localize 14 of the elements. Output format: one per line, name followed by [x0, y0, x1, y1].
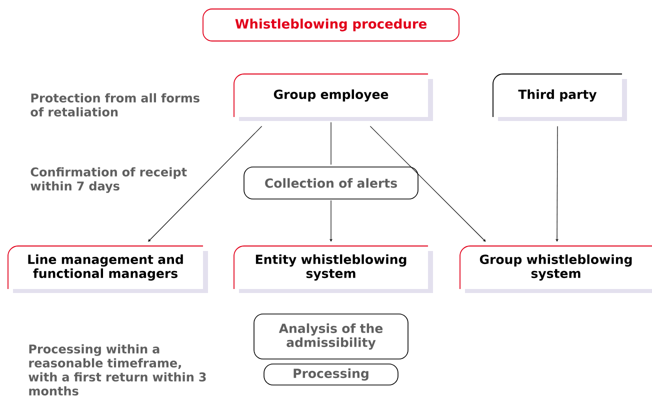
card-box: Line management and functional managers: [8, 246, 208, 293]
rounded-box: Processing: [264, 364, 398, 386]
arrow: [148, 126, 262, 242]
rounded-box: Collection of alerts: [244, 166, 418, 200]
note-text: Protection from all forms of retaliation: [30, 93, 200, 116]
card-box: Group employee: [234, 74, 433, 121]
card-box: Entity whistleblowing system: [234, 246, 433, 293]
title-box: Whistleblowing procedure: [202, 8, 460, 42]
card-box: Third party: [492, 74, 627, 121]
rounded-box: Analysis of the admissibility: [254, 314, 408, 360]
card-box: Group whistleblowing system: [460, 246, 652, 293]
note-text: Confirmation of receipt within 7 days: [30, 167, 187, 193]
arrow: [370, 126, 486, 242]
note-text: Processing within a reasonable timeframe, with a first return within 3 months: [28, 344, 206, 396]
